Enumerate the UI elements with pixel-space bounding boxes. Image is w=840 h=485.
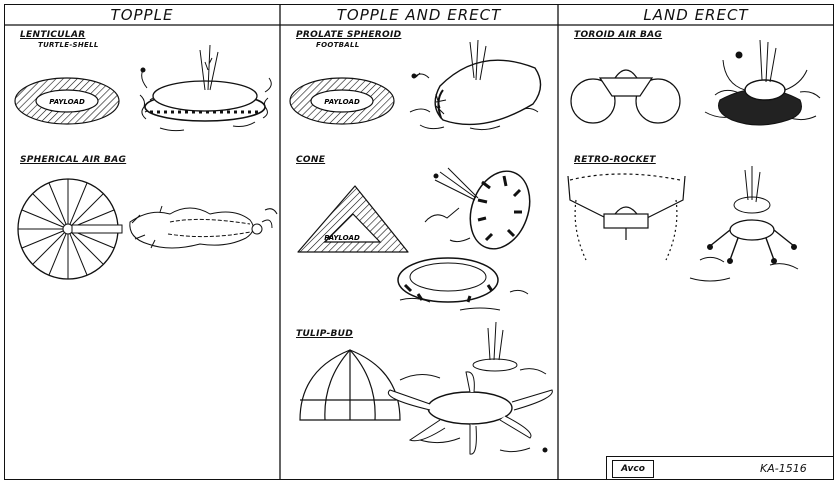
spherical-air-bag-section — [17, 178, 123, 280]
column-header-topple: TOPPLE — [110, 6, 174, 24]
column-header-topple-and-erect: TOPPLE AND ERECT — [336, 6, 502, 24]
drawing-frame — [4, 4, 834, 480]
lenticular-landed-sketch — [139, 44, 272, 132]
label-prolate-spheroid: PROLATE SPHEROID — [296, 30, 402, 40]
label-lenticular: LENTICULAR — [20, 30, 86, 40]
sublabel-football: FOOTBALL — [316, 41, 360, 49]
avco-logo: Avco — [612, 460, 654, 478]
label-spherical-air-bag: SPHERICAL AIR BAG — [20, 155, 127, 165]
tulip-bud-landed-sketch — [387, 321, 553, 455]
drawing-number: KA-1516 — [760, 462, 807, 475]
grid-lines — [4, 4, 834, 480]
prolate-spheroid-section — [289, 77, 395, 125]
lenticular-section — [14, 77, 120, 125]
cone-section — [297, 185, 409, 253]
label-cone: CONE — [296, 155, 326, 165]
label-retro-rocket: RETRO-ROCKET — [574, 155, 656, 165]
payload-label-prolate-spheroid: PAYLOAD — [324, 98, 360, 106]
toroid-air-bag-section — [570, 69, 681, 124]
payload-label-cone: PAYLOAD — [324, 234, 360, 242]
sublabel-turtle-shell: TURTLE-SHELL — [38, 41, 99, 49]
prolate-spheroid-landed-sketch — [409, 39, 542, 131]
title-block — [606, 456, 834, 480]
retro-rocket-landed-sketch — [689, 166, 799, 282]
cone-landed-sketch — [397, 167, 531, 311]
label-tulip-bud: TULIP-BUD — [296, 329, 354, 339]
toroid-landed-sketch — [704, 39, 821, 126]
column-header-land-erect: LAND ERECT — [643, 6, 749, 24]
label-toroid-air-bag: TOROID AIR BAG — [574, 30, 663, 40]
payload-label-lenticular: PAYLOAD — [49, 98, 85, 106]
tulip-bud-section — [299, 349, 401, 421]
retro-rocket-section — [567, 173, 686, 261]
spherical-air-bag-deflated-sketch — [129, 205, 278, 249]
